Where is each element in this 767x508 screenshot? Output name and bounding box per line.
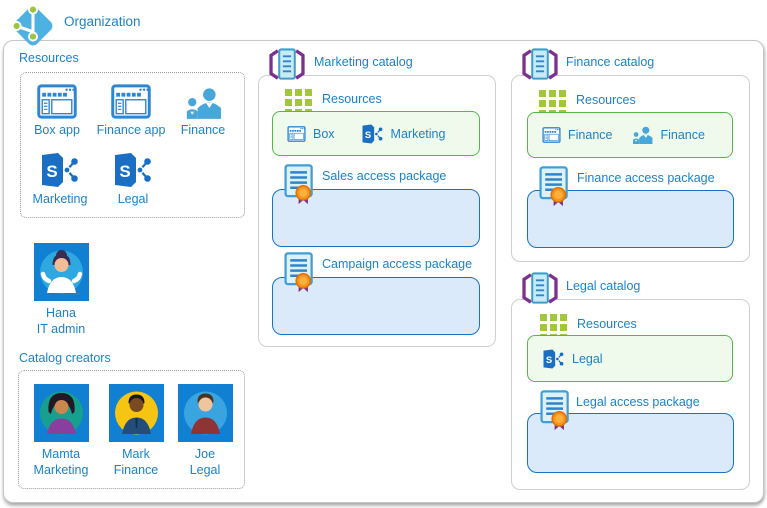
catalog-resource-legal-site: Legal — [542, 349, 603, 369]
access-package-label: Campaign access package — [322, 257, 473, 271]
catalog-resource-finance-app: Finance — [542, 127, 612, 143]
app-window-icon — [37, 84, 77, 119]
catalog-resource-box: Box — [287, 126, 335, 142]
avatar — [33, 243, 89, 301]
creator-joe: Joe Legal — [167, 384, 243, 478]
azure-ad-organization-icon — [7, 0, 59, 52]
catalog-resource-finance-group: Finance — [632, 126, 705, 144]
certificate-badge-icon — [284, 252, 316, 293]
avatar — [33, 384, 89, 442]
creator-role: Finance — [113, 463, 159, 477]
catalog-bracket-document-icon — [519, 48, 561, 81]
resource-box-app: Box app — [22, 84, 92, 138]
access-package-label: Legal access package — [576, 395, 700, 409]
creator-role: Legal — [189, 463, 221, 477]
app-window-icon — [542, 127, 561, 143]
avatar — [177, 384, 233, 442]
catalog-title: Legal catalog — [566, 279, 641, 293]
catalog-creators-panel — [18, 370, 245, 489]
catalog-resources-label: Resources — [576, 93, 636, 107]
mark-avatar-illustration — [114, 391, 158, 435]
catalog-resource-marketing: Marketing — [361, 124, 446, 144]
catalog-title: Finance catalog — [566, 55, 655, 69]
people-group-icon — [186, 87, 221, 119]
resource-label: Marketing — [32, 192, 88, 206]
access-package-label: Sales access package — [322, 169, 447, 183]
creator-name: Mamta — [41, 447, 81, 461]
app-window-icon — [111, 84, 151, 119]
avatar — [108, 384, 164, 442]
resource-label: Legal — [117, 192, 149, 206]
catalog-bracket-document-icon — [266, 48, 308, 81]
creator-mamta: Mamta Marketing — [23, 384, 99, 478]
certificate-badge-icon — [540, 390, 572, 431]
it-admin-person: Hana IT admin — [21, 243, 101, 337]
sharepoint-icon — [542, 349, 565, 369]
sharepoint-icon — [40, 152, 80, 188]
creator-mark: Mark Finance — [98, 384, 174, 478]
mamta-avatar-illustration — [39, 391, 83, 435]
admin-name: Hana — [46, 306, 76, 320]
catalog-title: Marketing catalog — [314, 55, 413, 69]
creator-name: Joe — [194, 447, 216, 461]
organization-title: Organization — [64, 14, 141, 29]
chip-label: Finance — [568, 128, 613, 142]
hana-avatar-illustration — [39, 250, 83, 294]
catalog-resources-chipbox: Finance Finance — [527, 112, 733, 158]
catalog-resources-label: Resources — [577, 317, 637, 331]
access-package-box — [527, 413, 734, 473]
creator-name: Mark — [122, 447, 150, 461]
resource-finance-group: Finance — [174, 87, 232, 138]
resource-finance-app: Finance app — [90, 84, 172, 138]
catalog-resources-chipbox: Box Marketing — [272, 111, 480, 156]
catalog-resources-chipbox: Legal — [527, 335, 733, 382]
resources-panel — [20, 72, 245, 218]
sharepoint-icon — [113, 152, 153, 188]
catalog-bracket-document-icon — [519, 272, 561, 305]
sharepoint-icon — [361, 124, 384, 144]
access-package-label: Finance access package — [577, 171, 715, 185]
resource-legal-site: Legal — [102, 152, 164, 207]
catalog-creators-title: Catalog creators — [19, 351, 111, 365]
resource-marketing-site: Marketing — [21, 152, 99, 207]
resource-label: Finance — [180, 123, 226, 137]
people-group-icon — [632, 126, 653, 144]
resources-panel-title: Resources — [19, 51, 79, 65]
catalog-resources-label: Resources — [322, 92, 382, 106]
certificate-badge-icon — [539, 166, 571, 207]
chip-label: Box — [313, 126, 335, 141]
resource-label: Finance app — [96, 123, 166, 137]
joe-avatar-illustration — [183, 391, 227, 435]
admin-role: IT admin — [36, 322, 86, 336]
chip-label: Finance — [660, 128, 705, 142]
chip-label: Marketing — [390, 126, 446, 141]
chip-label: Legal — [572, 351, 603, 366]
creator-role: Marketing — [33, 463, 89, 477]
app-window-icon — [287, 126, 306, 142]
certificate-badge-icon — [284, 164, 316, 205]
resource-label: Box app — [34, 123, 80, 137]
